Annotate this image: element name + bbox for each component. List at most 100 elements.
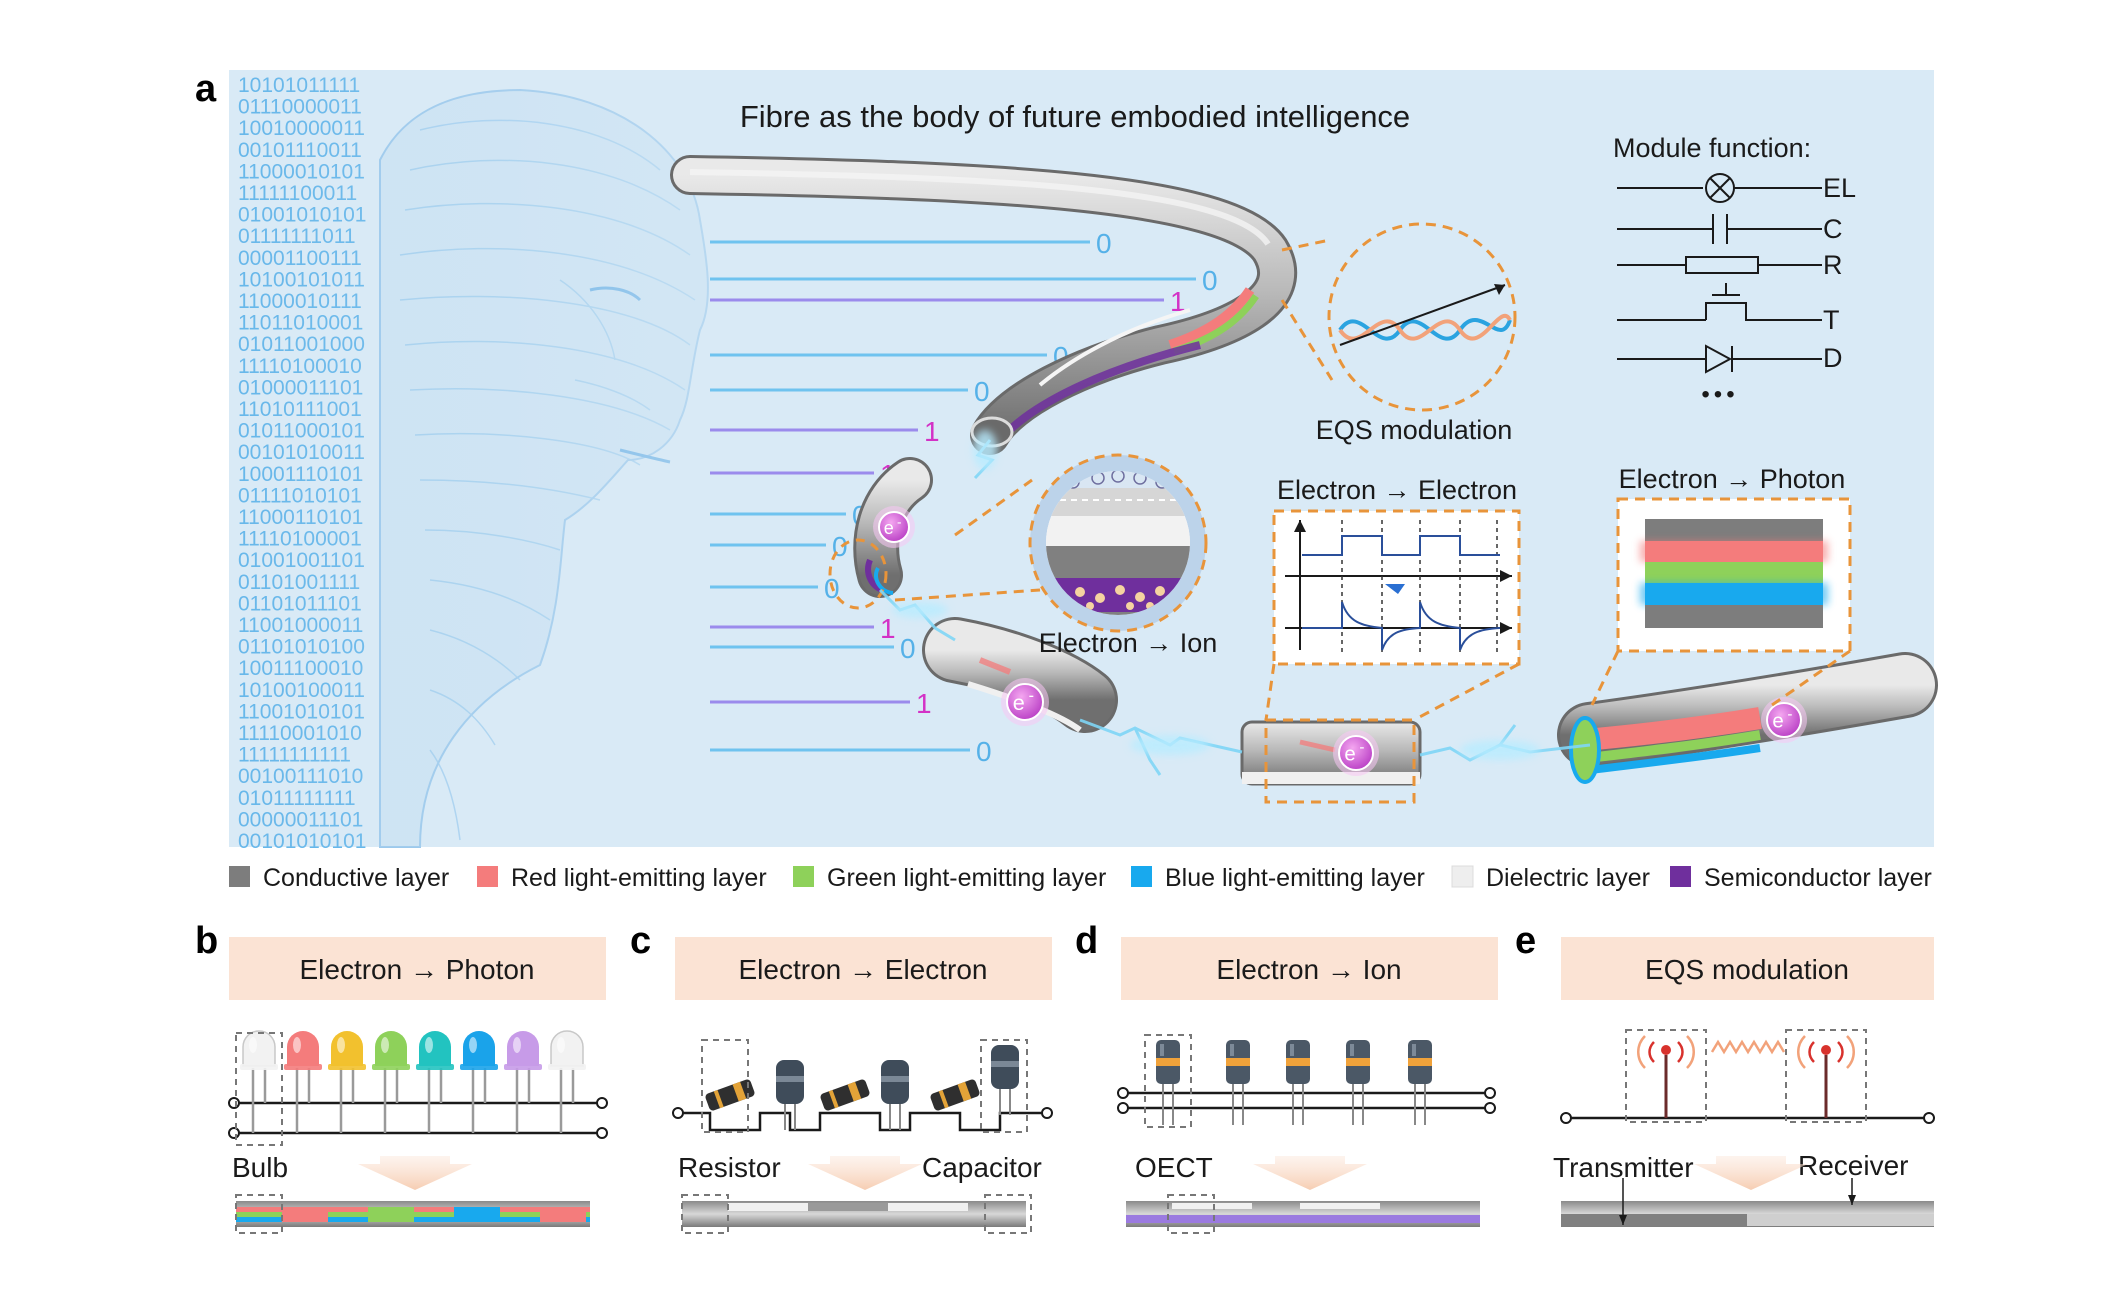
panel-a: a Fibre as the body of future embodied i…	[195, 68, 1938, 853]
layer-legend: Conductive layer Red light-emitting layer…	[229, 864, 1932, 892]
fiber-b	[235, 1194, 590, 1234]
capacitor-icons	[776, 1045, 1019, 1130]
module-label: R	[1823, 250, 1843, 280]
transmitter-label: Transmitter	[1553, 1152, 1694, 1183]
electron-symbol: e	[1772, 711, 1783, 733]
panel-e: e EQS modulation	[1515, 920, 1935, 1227]
led-bulb-row	[240, 1030, 586, 1133]
module-label: C	[1823, 214, 1843, 244]
electron-symbol: e	[884, 518, 894, 538]
led-bulb-icon	[240, 1030, 278, 1133]
oect-icon	[1226, 1040, 1250, 1125]
eqs-label: EQS modulation	[1316, 415, 1513, 445]
binary-fade	[229, 70, 709, 847]
receiver-label: Receiver	[1798, 1150, 1908, 1181]
fiber-segment-electron	[1240, 718, 1422, 804]
legend-label: Dielectric layer	[1486, 864, 1650, 892]
electron-markers: e-e-e-e-	[873, 506, 1807, 776]
bulb-label: Bulb	[232, 1152, 288, 1183]
bit-label: 1	[1170, 286, 1186, 317]
legend-swatch	[477, 866, 498, 887]
panel-e-header-text: EQS modulation	[1645, 954, 1849, 985]
panel-d-letter: d	[1075, 920, 1098, 962]
module-label: T	[1823, 305, 1840, 335]
bit-label: 0	[1202, 265, 1218, 296]
legend-swatch	[1670, 866, 1691, 887]
oect-icon	[1346, 1040, 1370, 1125]
panel-d-header	[1121, 937, 1498, 1000]
module-function-ellipsis: •••	[1701, 381, 1738, 408]
legend-label: Blue light-emitting layer	[1165, 864, 1425, 892]
diode-symbol-icon	[1617, 344, 1822, 374]
resistor-symbol-icon	[1617, 256, 1822, 274]
panel-b-letter: b	[195, 920, 218, 962]
bit-label: 0	[976, 736, 992, 767]
legend-item: Conductive layer	[229, 864, 449, 892]
resistor-icons	[705, 1079, 980, 1111]
eqs-inset: EQS modulation	[1280, 222, 1517, 445]
panel-a-letter: a	[195, 68, 217, 110]
fiber-e	[1561, 1178, 1934, 1227]
bit-label: 0	[1096, 228, 1112, 259]
electron-superscript: -	[1359, 739, 1364, 756]
legend-swatch	[1131, 866, 1152, 887]
panel-c-header-text: Electron → Electron	[739, 954, 988, 985]
bit-label: 1	[924, 416, 940, 447]
panel-c-header	[675, 937, 1052, 1000]
ee-label: Electron → Electron	[1277, 475, 1517, 505]
legend-label: Green light-emitting layer	[827, 864, 1106, 892]
module-function-heading: Module function:	[1613, 133, 1811, 163]
eqs-waves-icon	[1338, 284, 1512, 346]
legend-swatch	[793, 866, 814, 887]
legend-item: Red light-emitting layer	[477, 864, 767, 892]
panel-d: d Electron → Ion OECT	[1075, 920, 1498, 1234]
electron-symbol: e	[1013, 690, 1025, 715]
legend-swatch	[1451, 865, 1474, 888]
led-bulb-icon	[548, 1030, 586, 1133]
legend-item: Semiconductor layer	[1670, 864, 1932, 892]
capacitor-label: Capacitor	[922, 1152, 1042, 1183]
oect-icon	[1408, 1040, 1432, 1125]
panel-b-header	[229, 937, 606, 1000]
ep-inset: Electron → Photon	[1590, 464, 1852, 707]
transmitter-antenna-icon	[1637, 1035, 1695, 1118]
oect-label: OECT	[1135, 1152, 1213, 1183]
bottom-panels: b Electron → Photon Bulb	[195, 920, 1935, 1234]
electron-segment-dash-box	[1264, 718, 1416, 804]
electron-symbol: e	[1344, 744, 1355, 766]
main-fiber	[670, 155, 1297, 455]
down-arrow-d	[1253, 1156, 1367, 1190]
oect-icon	[1286, 1040, 1310, 1125]
bit-label: 1	[880, 613, 896, 644]
bit-label: 1	[916, 688, 932, 719]
legend-item: Blue light-emitting layer	[1131, 864, 1425, 892]
electron-icon: e-	[1333, 730, 1379, 776]
panel-c: c Electron → Electron Resistor Capacitor	[630, 920, 1053, 1234]
electron-icon: e-	[1761, 697, 1807, 743]
panel-e-header	[1561, 937, 1934, 1000]
bit-label: 0	[900, 633, 916, 664]
panel-b: b Electron → Photon Bulb	[195, 920, 608, 1234]
ion-label: Electron → Ion	[1039, 628, 1218, 658]
wireless-wave-icon	[1710, 1039, 1786, 1055]
legend-label: Semiconductor layer	[1704, 864, 1932, 892]
module-label: EL	[1823, 173, 1856, 203]
el-symbol-icon	[1617, 173, 1822, 203]
oect-row	[1156, 1040, 1432, 1125]
fiber-segment-photon	[1557, 652, 1938, 784]
led-bulb-icon	[284, 1031, 322, 1133]
led-bulb-icon	[504, 1031, 542, 1133]
resistor-label: Resistor	[678, 1152, 781, 1183]
module-label: D	[1823, 343, 1843, 373]
down-arrow-e	[1694, 1156, 1808, 1190]
down-arrow-c	[808, 1156, 922, 1190]
led-bulb-icon	[416, 1031, 454, 1133]
led-bulb-icon	[460, 1031, 498, 1133]
capacitor-symbol-icon	[1617, 214, 1822, 244]
fiber-d	[1126, 1194, 1480, 1234]
ep-label: Electron → Photon	[1619, 464, 1846, 494]
transistor-symbol-icon	[1617, 283, 1822, 321]
panel-a-title: Fibre as the body of future embodied int…	[740, 99, 1410, 134]
module-function: Module function:	[1613, 133, 1856, 408]
